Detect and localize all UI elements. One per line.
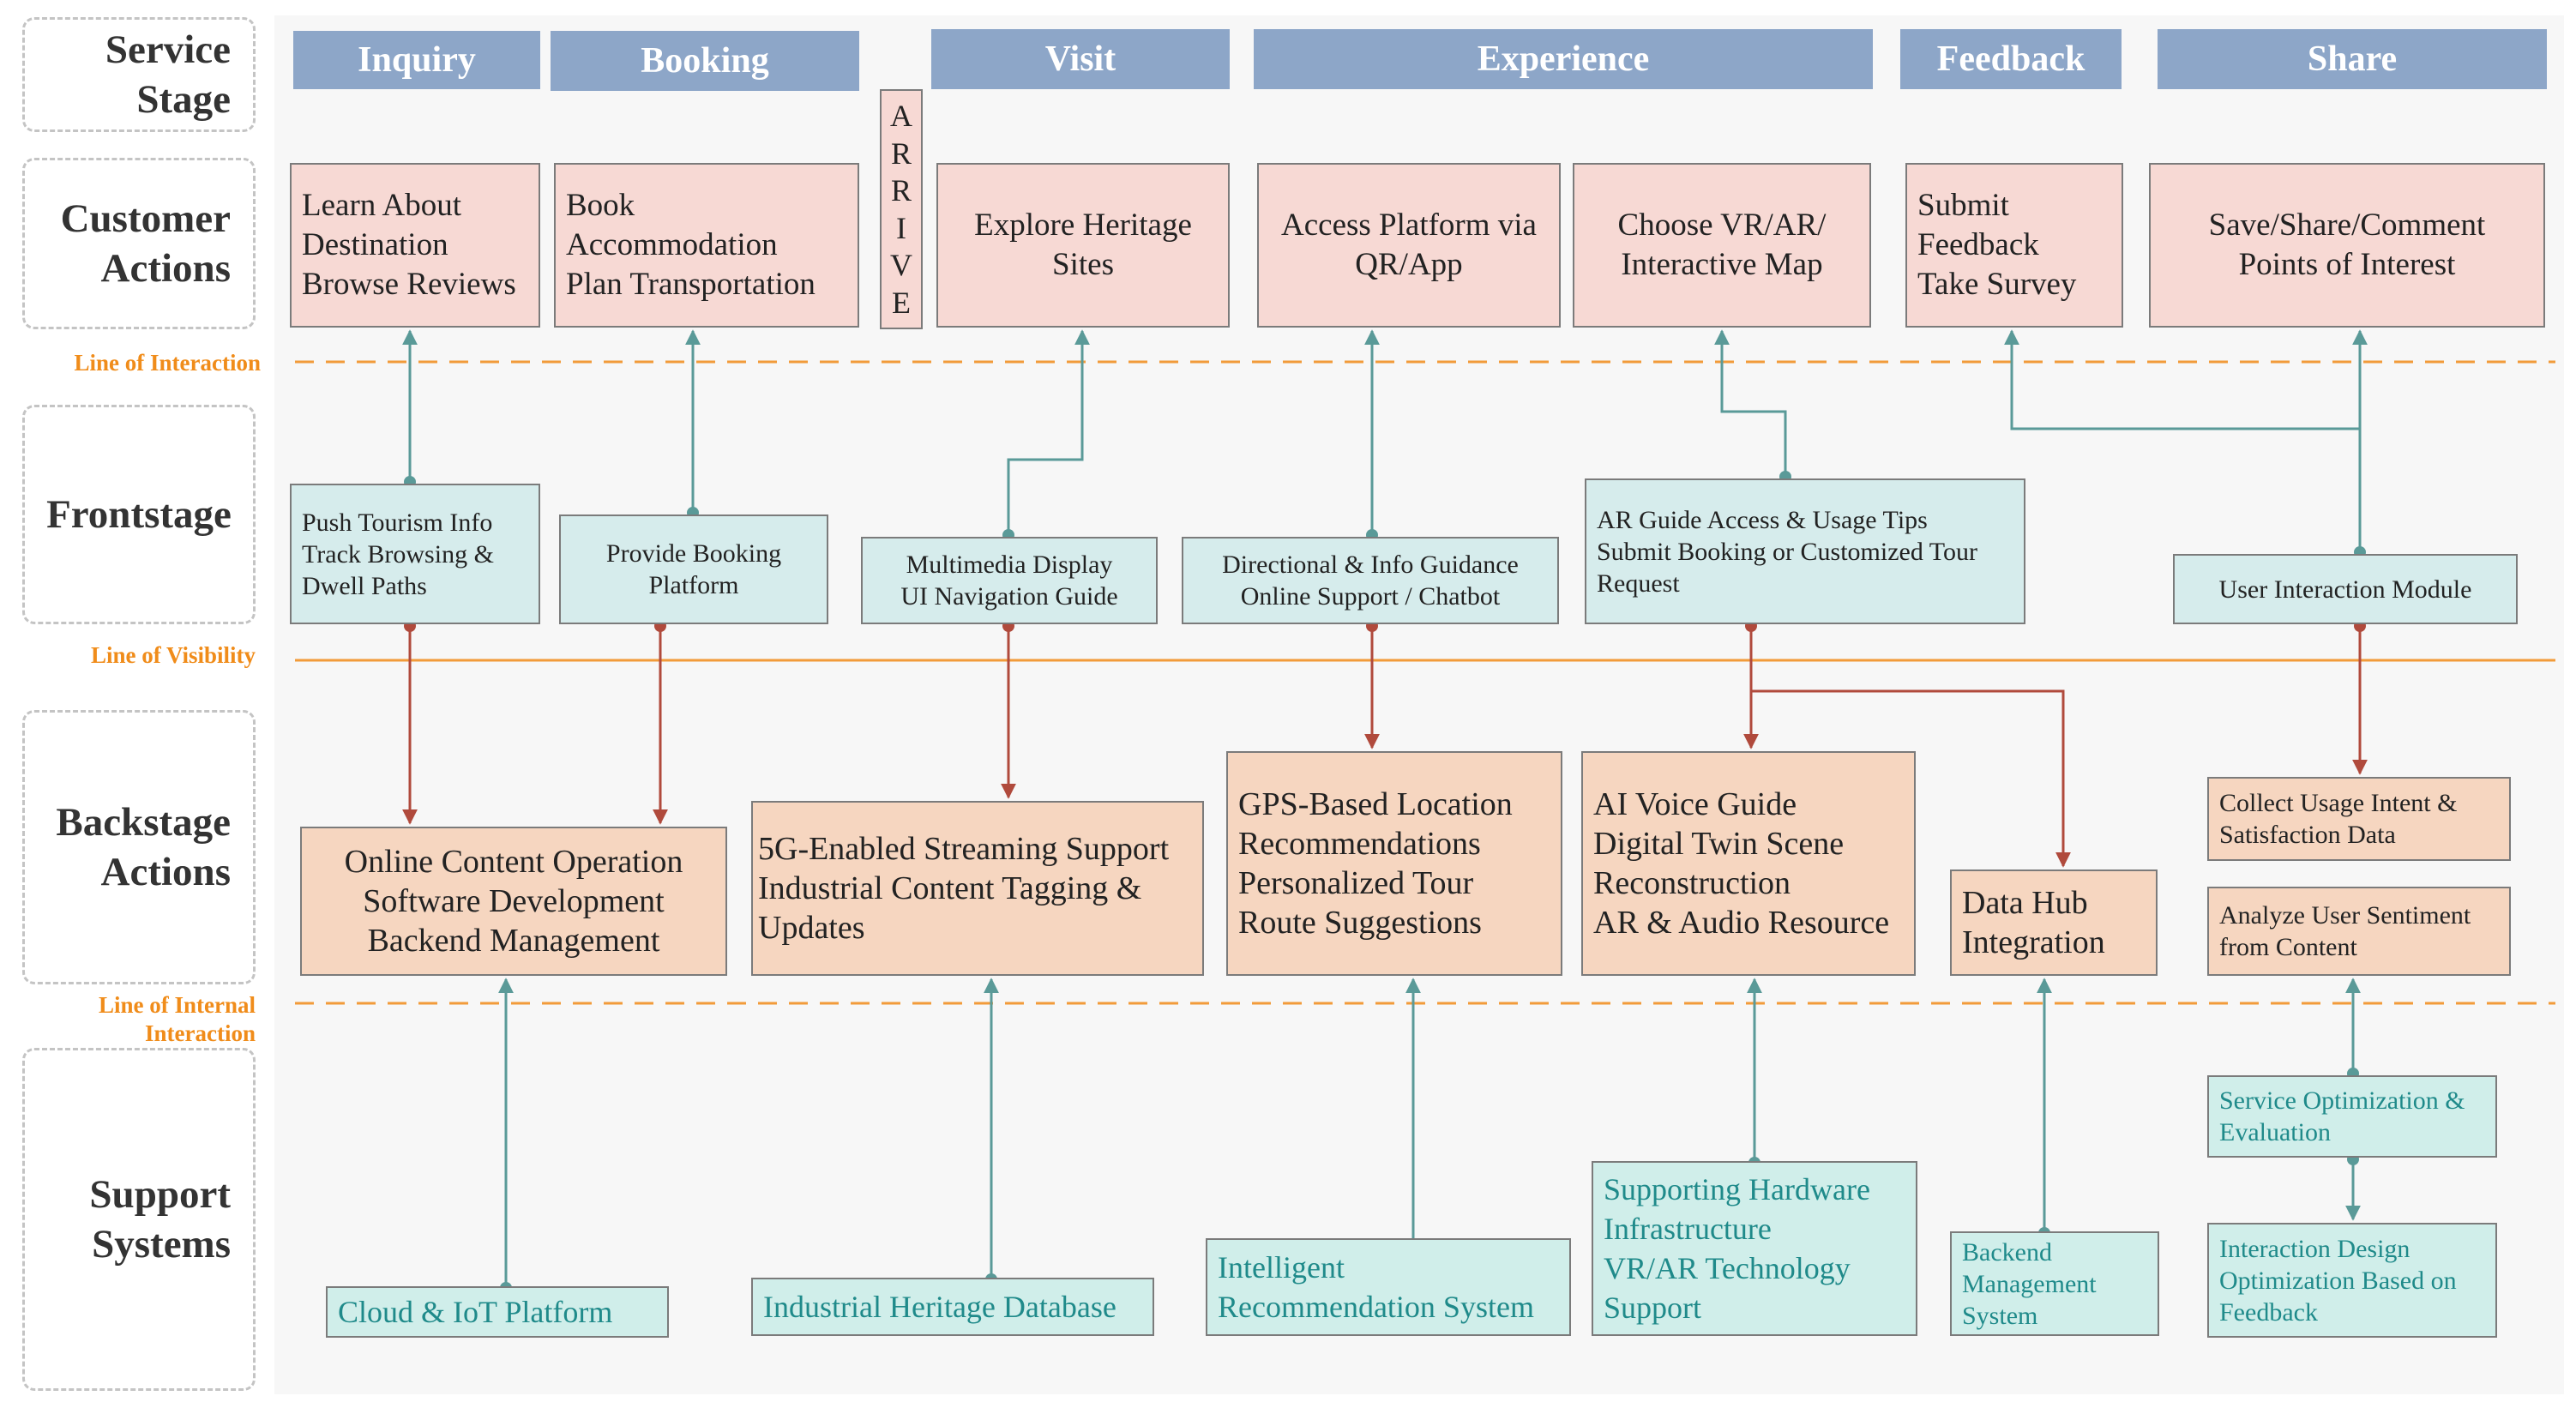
row-label-frontstage: Frontstage	[22, 405, 256, 624]
backstage-online-content-operation: Online Content Operation Software Develo…	[300, 827, 727, 976]
customer-choose-vr-ar: Choose VR/AR/ Interactive Map	[1573, 163, 1871, 328]
row-label-service-stage: Service Stage	[22, 17, 256, 132]
backstage-data-hub-integration: Data Hub Integration	[1950, 869, 2158, 976]
frontstage-provide-booking-platform: Provide Booking Platform	[559, 514, 828, 624]
link-userint-to-submit	[2004, 329, 2360, 430]
backstage-analyze-user-sentiment: Analyze User Sentiment from Content	[2207, 887, 2511, 976]
stage-booking: Booking	[551, 31, 859, 91]
frontstage-directional-guidance: Directional & Info Guidance Online Suppo…	[1182, 537, 1559, 624]
line-of-internal-interaction-label: Line of Internal Interaction	[98, 992, 256, 1046]
row-label-customer-actions: Customer Actions	[22, 158, 256, 329]
customer-access-platform: Access Platform via QR/App	[1257, 163, 1561, 328]
support-intelligent-recommendation: Intelligent Recommendation System	[1206, 1238, 1571, 1336]
backstage-collect-usage-intent: Collect Usage Intent & Satisfaction Data	[2207, 777, 2511, 861]
backstage-ai-voice-guide: AI Voice Guide Digital Twin Scene Recons…	[1581, 751, 1916, 976]
stage-inquiry: Inquiry	[293, 31, 540, 89]
support-service-optimization: Service Optimization & Evaluation	[2207, 1075, 2497, 1158]
line-of-visibility-label: Line of Visibility	[90, 642, 256, 668]
row-label-support-systems: Support Systems	[22, 1048, 256, 1391]
customer-learn-about-destination: Learn About Destination Browse Reviews	[290, 163, 540, 328]
stage-share: Share	[2158, 29, 2547, 89]
link-arguide-to-datahub	[1751, 689, 2071, 868]
frontstage-ar-guide-access: AR Guide Access & Usage Tips Submit Book…	[1585, 478, 2025, 624]
customer-submit-feedback: Submit Feedback Take Survey	[1905, 163, 2123, 328]
customer-book-accommodation: Book Accommodation Plan Transportation	[554, 163, 859, 328]
link-arguide-to-choose	[1714, 329, 1787, 477]
link-multimedia-to-explore	[1007, 329, 1090, 535]
support-cloud-iot-platform: Cloud & IoT Platform	[326, 1286, 669, 1338]
support-backend-management-system: Backend Management System	[1950, 1231, 2159, 1336]
support-interaction-design-optimization: Interaction Design Optimization Based on…	[2207, 1223, 2497, 1338]
row-label-backstage-actions: Backstage Actions	[22, 710, 256, 984]
frontstage-push-tourism-info: Push Tourism Info Track Browsing & Dwell…	[290, 484, 540, 624]
backstage-gps-recommendations: GPS-Based Location Recommendations Perso…	[1226, 751, 1562, 976]
backstage-5g-streaming-support: 5G-Enabled Streaming Support Industrial …	[751, 801, 1204, 976]
stage-experience: Experience	[1254, 29, 1873, 89]
frontstage-user-interaction-module: User Interaction Module	[2173, 554, 2518, 624]
frontstage-multimedia-display: Multimedia Display UI Navigation Guide	[861, 537, 1158, 624]
customer-save-share-comment: Save/Share/Comment Points of Interest	[2149, 163, 2545, 328]
line-of-interaction-label: Line of Interaction	[74, 350, 261, 376]
stage-visit: Visit	[931, 29, 1230, 89]
customer-explore-heritage-sites: Explore Heritage Sites	[936, 163, 1230, 328]
support-industrial-heritage-database: Industrial Heritage Database	[751, 1278, 1154, 1336]
support-hardware-infrastructure: Supporting Hardware Infrastructure VR/AR…	[1592, 1161, 1917, 1336]
stage-feedback: Feedback	[1900, 29, 2122, 89]
